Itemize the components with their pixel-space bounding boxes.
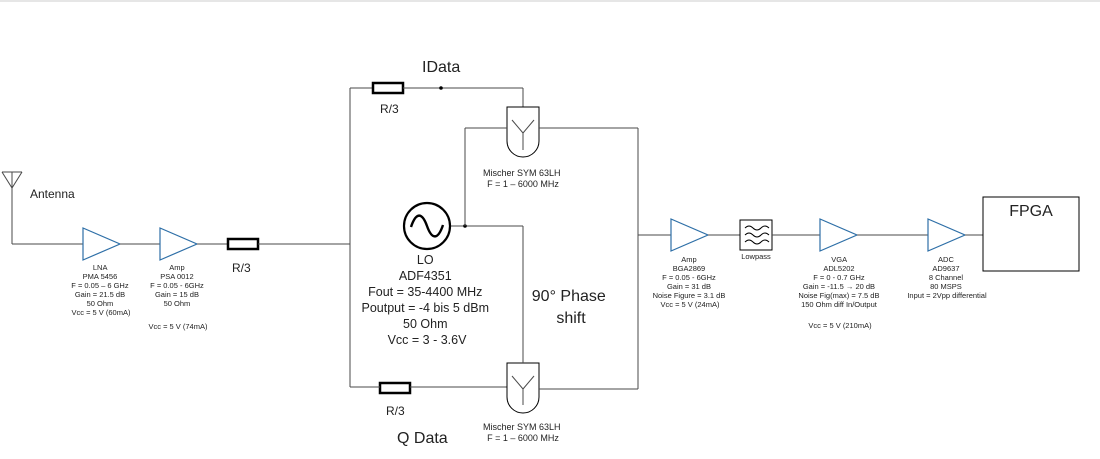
qdata-label: Q Data (397, 430, 448, 447)
adc-line: Input = 2Vpp differential (907, 291, 987, 300)
lo-spec-text: LO ADF4351 Fout = 35-4400 MHz Poutput = … (362, 253, 493, 347)
lna-line: LNA (93, 263, 108, 272)
fpga-label: FPGA (1009, 203, 1053, 220)
resistor-top (371, 81, 405, 95)
lo-line: Vcc = 3 - 3.6V (388, 333, 468, 347)
antenna-label: Antenna (30, 187, 75, 201)
lo-line: Fout = 35-4400 MHz (368, 285, 482, 299)
vga-line: ADL5202 (823, 264, 854, 273)
lo-line: 50 Ohm (403, 317, 447, 331)
mixer-top-text: Mischer SYM 63LH F = 1 – 6000 MHz (483, 168, 563, 189)
lo-oscillator-symbol (402, 201, 452, 251)
junction-dot-idata (439, 86, 443, 90)
vga-line: Vcc = 5 V (210mA) (808, 321, 872, 330)
adc-line: AD9637 (932, 264, 959, 273)
amp1-line: Gain = 15 dB (155, 290, 199, 299)
amp1-amplifier-symbol (159, 227, 199, 261)
lna-line: F = 0.05 – 6 GHz (71, 281, 129, 290)
amp2-line: Vcc = 5 V (24mA) (661, 300, 720, 309)
resistor-front (226, 237, 260, 251)
lowpass-label: Lowpass (741, 252, 771, 261)
vga-spec-text: VGA ADL5202 F = 0 - 0.7 GHz Gain = -11.5… (798, 255, 881, 330)
amp1-spec-text: Amp PSA 0012 F = 0.05 - 6GHz Gain = 15 d… (149, 263, 208, 331)
lna-spec-text: LNA PMA 5456 F = 0.05 – 6 GHz Gain = 21.… (71, 263, 131, 317)
resistor-bottom (378, 381, 412, 395)
lo-line: LO (417, 253, 434, 267)
mixer-top-line: F = 1 – 6000 MHz (487, 179, 559, 189)
mixer-bottom-line: F = 1 – 6000 MHz (487, 433, 559, 443)
lna-line: PMA 5456 (83, 272, 118, 281)
antenna-symbol (1, 171, 23, 244)
resistor-top-label: R/3 (380, 102, 399, 116)
amp2-spec-text: Amp BGA2869 F = 0.05 - 6GHz Gain = 31 dB… (653, 255, 728, 309)
vga-line: Noise Fig(max) = 7.5 dB (798, 291, 879, 300)
lna-line: Gain = 21.5 dB (75, 290, 125, 299)
amp1-line: Vcc = 5 V (74mA) (149, 322, 208, 331)
adc-symbol (927, 218, 967, 252)
vga-line: F = 0 - 0.7 GHz (813, 273, 865, 282)
mixer-bottom-line: Mischer SYM 63LH (483, 422, 561, 432)
amp1-line: 50 Ohm (164, 299, 191, 308)
adc-spec-text: ADC AD9637 8 Channel 80 MSPS Input = 2Vp… (907, 255, 987, 300)
vga-line: VGA (831, 255, 847, 264)
vga-amplifier-symbol (819, 218, 859, 252)
fpga-block (982, 196, 1080, 272)
vga-line: Gain = -11.5 → 20 dB (803, 282, 875, 291)
amp2-line: Noise Figure = 3.1 dB (653, 291, 726, 300)
amp2-line: Gain = 31 dB (667, 282, 711, 291)
amp2-line: Amp (681, 255, 696, 264)
lna-line: 50 Ohm (87, 299, 114, 308)
amp2-line: F = 0.05 - 6GHz (662, 273, 716, 282)
mixer-bottom-symbol (506, 362, 540, 414)
lo-line: Poutput = -4 bis 5 dBm (362, 301, 490, 315)
idata-label: IData (422, 59, 460, 76)
adc-line: 80 MSPS (930, 282, 962, 291)
lna-amplifier-symbol (82, 227, 122, 261)
amp2-line: BGA2869 (673, 264, 706, 273)
mixer-bottom-text: Mischer SYM 63LH F = 1 – 6000 MHz (483, 422, 563, 443)
mixer-top-symbol (506, 106, 540, 158)
amp1-line: F = 0.05 - 6GHz (150, 281, 204, 290)
resistor-bottom-label: R/3 (386, 404, 405, 418)
lna-line: Vcc = 5 V (60mA) (72, 308, 131, 317)
amp1-line: Amp (169, 263, 184, 272)
vga-line: 150 Ohm diff In/Output (801, 300, 878, 309)
lowpass-filter-symbol (739, 219, 773, 251)
amp2-amplifier-symbol (670, 218, 710, 252)
lo-line: ADF4351 (399, 269, 452, 283)
adc-line: 8 Channel (929, 273, 964, 282)
adc-line: ADC (938, 255, 954, 264)
mixer-top-line: Mischer SYM 63LH (483, 168, 561, 178)
amp1-line: PSA 0012 (160, 272, 193, 281)
phase-shift-label: 90° Phase shift (532, 288, 610, 327)
resistor-front-label: R/3 (232, 261, 251, 275)
